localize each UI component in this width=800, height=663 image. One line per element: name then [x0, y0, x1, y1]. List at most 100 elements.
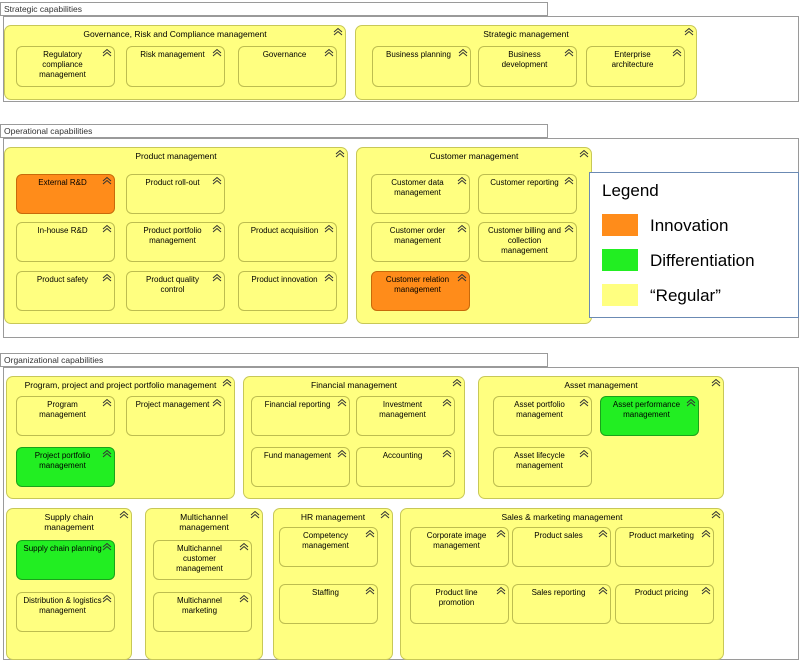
chevron-up-icon	[212, 398, 222, 407]
capability-label: Customer data management	[391, 178, 444, 197]
capability-group-supply-chain-management[interactable]: Supply chain management	[6, 508, 132, 660]
capability-regulatory-compliance-management[interactable]: Regulatory compliance management	[16, 46, 115, 87]
group-title: Product management	[135, 151, 217, 161]
chevron-up-icon	[102, 48, 112, 57]
capability-label: External R&D	[38, 178, 87, 187]
chevron-up-icon	[119, 510, 129, 519]
capability-product-line-promotion[interactable]: Product line promotion	[410, 584, 509, 624]
capability-sales-reporting[interactable]: Sales reporting	[512, 584, 611, 624]
capability-external-randd[interactable]: External R&D	[16, 174, 115, 214]
chevron-up-icon	[380, 510, 390, 519]
capability-label: Project portfolio management	[34, 451, 91, 470]
capability-multichannel-marketing[interactable]: Multichannel marketing	[153, 592, 252, 632]
capability-financial-reporting[interactable]: Financial reporting	[251, 396, 350, 436]
capability-customer-data-management[interactable]: Customer data management	[371, 174, 470, 214]
legend: Legend Innovation Differentiation “Regul…	[589, 172, 799, 318]
capability-customer-order-management[interactable]: Customer order management	[371, 222, 470, 262]
chevron-up-icon	[324, 224, 334, 233]
group-title: Customer management	[429, 151, 519, 161]
capability-business-planning[interactable]: Business planning	[372, 46, 471, 87]
capability-label: Fund management	[263, 451, 332, 460]
chevron-up-icon	[701, 529, 711, 538]
capability-group-multichannel-management[interactable]: Multichannel management	[145, 508, 263, 660]
legend-swatch-innovation	[602, 214, 638, 236]
capability-label: Regulatory compliance management	[39, 50, 86, 79]
capability-asset-performance-management[interactable]: Asset performance management	[600, 396, 699, 436]
chevron-up-icon	[102, 176, 112, 185]
capability-product-quality-control[interactable]: Product quality control	[126, 271, 225, 311]
legend-label-differentiation: Differentiation	[650, 251, 755, 270]
capability-accounting[interactable]: Accounting	[356, 447, 455, 487]
group-title: Program, project and project portfolio m…	[24, 380, 217, 390]
capability-product-safety[interactable]: Product safety	[16, 271, 115, 311]
capability-product-marketing[interactable]: Product marketing	[615, 527, 714, 567]
chevron-up-icon	[579, 149, 589, 158]
capability-label: Product marketing	[629, 531, 694, 540]
capability-project-management[interactable]: Project management	[126, 396, 225, 436]
chevron-up-icon	[222, 378, 232, 387]
capability-label: Risk management	[140, 50, 205, 59]
capability-label: Competency management	[302, 531, 349, 550]
capability-risk-management[interactable]: Risk management	[126, 46, 225, 87]
capability-label: Staffing	[312, 588, 339, 597]
chevron-up-icon	[579, 398, 589, 407]
capability-label: Enterprise architecture	[611, 50, 654, 69]
chevron-up-icon	[564, 176, 574, 185]
capability-label: Product portfolio management	[143, 226, 202, 245]
capability-enterprise-architecture[interactable]: Enterprise architecture	[586, 46, 685, 87]
capability-multichannel-customer-management[interactable]: Multichannel customer management	[153, 540, 252, 580]
capability-asset-portfolio-management[interactable]: Asset portfolio management	[493, 396, 592, 436]
chevron-up-icon	[333, 27, 343, 36]
chevron-up-icon	[496, 529, 506, 538]
legend-title: Legend	[602, 181, 659, 200]
layer-tab-operational-capabilities: Operational capabilities	[0, 124, 548, 138]
capability-in-house-randd[interactable]: In-house R&D	[16, 222, 115, 262]
chevron-up-icon	[442, 449, 452, 458]
capability-fund-management[interactable]: Fund management	[251, 447, 350, 487]
capability-label: Product acquisition	[250, 226, 319, 235]
legend-label-regular: “Regular”	[650, 286, 721, 305]
group-title: Financial management	[311, 380, 397, 390]
chevron-up-icon	[102, 542, 112, 551]
capability-project-portfolio-management[interactable]: Project portfolio management	[16, 447, 115, 487]
capability-customer-billing-and-collection-management[interactable]: Customer billing and collection manageme…	[478, 222, 577, 262]
chevron-up-icon	[564, 48, 574, 57]
capability-label: Product safety	[36, 275, 89, 284]
capability-product-innovation[interactable]: Product innovation	[238, 271, 337, 311]
capability-label: Customer relation management	[385, 275, 450, 294]
capability-label: Product innovation	[251, 275, 318, 284]
capability-label: Governance	[262, 50, 307, 59]
capability-product-portfolio-management[interactable]: Product portfolio management	[126, 222, 225, 262]
capability-asset-lifecycle-management[interactable]: Asset lifecycle management	[493, 447, 592, 487]
chevron-up-icon	[335, 149, 345, 158]
capability-product-roll-out[interactable]: Product roll-out	[126, 174, 225, 214]
chevron-up-icon	[337, 398, 347, 407]
capability-label: Product roll-out	[145, 178, 200, 187]
chevron-up-icon	[102, 398, 112, 407]
capability-investment-management[interactable]: Investment management	[356, 396, 455, 436]
capability-product-sales[interactable]: Product sales	[512, 527, 611, 567]
capability-competency-management[interactable]: Competency management	[279, 527, 378, 567]
capability-label: Multichannel marketing	[177, 596, 222, 615]
capability-label: Corporate image management	[426, 531, 487, 550]
capability-label: Project management	[135, 400, 210, 409]
capability-program-management[interactable]: Program management	[16, 396, 115, 436]
chevron-up-icon	[686, 398, 696, 407]
capability-label: Product sales	[534, 531, 583, 540]
capability-supply-chain-planning[interactable]: Supply chain planning	[16, 540, 115, 580]
capability-staffing[interactable]: Staffing	[279, 584, 378, 624]
chevron-up-icon	[102, 224, 112, 233]
capability-label: Asset performance management	[612, 400, 681, 419]
capability-corporate-image-management[interactable]: Corporate image management	[410, 527, 509, 567]
capability-customer-relation-management[interactable]: Customer relation management	[371, 271, 470, 311]
capability-product-pricing[interactable]: Product pricing	[615, 584, 714, 624]
capability-business-development[interactable]: Business development	[478, 46, 577, 87]
capability-governance[interactable]: Governance	[238, 46, 337, 87]
capability-customer-reporting[interactable]: Customer reporting	[478, 174, 577, 214]
capability-label: Asset lifecycle management	[514, 451, 565, 470]
capability-product-acquisition[interactable]: Product acquisition	[238, 222, 337, 262]
capability-label: Distribution & logistics management	[23, 596, 102, 615]
capability-distribution-and-logistics-management[interactable]: Distribution & logistics management	[16, 592, 115, 632]
capability-label: Customer reporting	[490, 178, 559, 187]
capability-label: Customer order management	[389, 226, 446, 245]
